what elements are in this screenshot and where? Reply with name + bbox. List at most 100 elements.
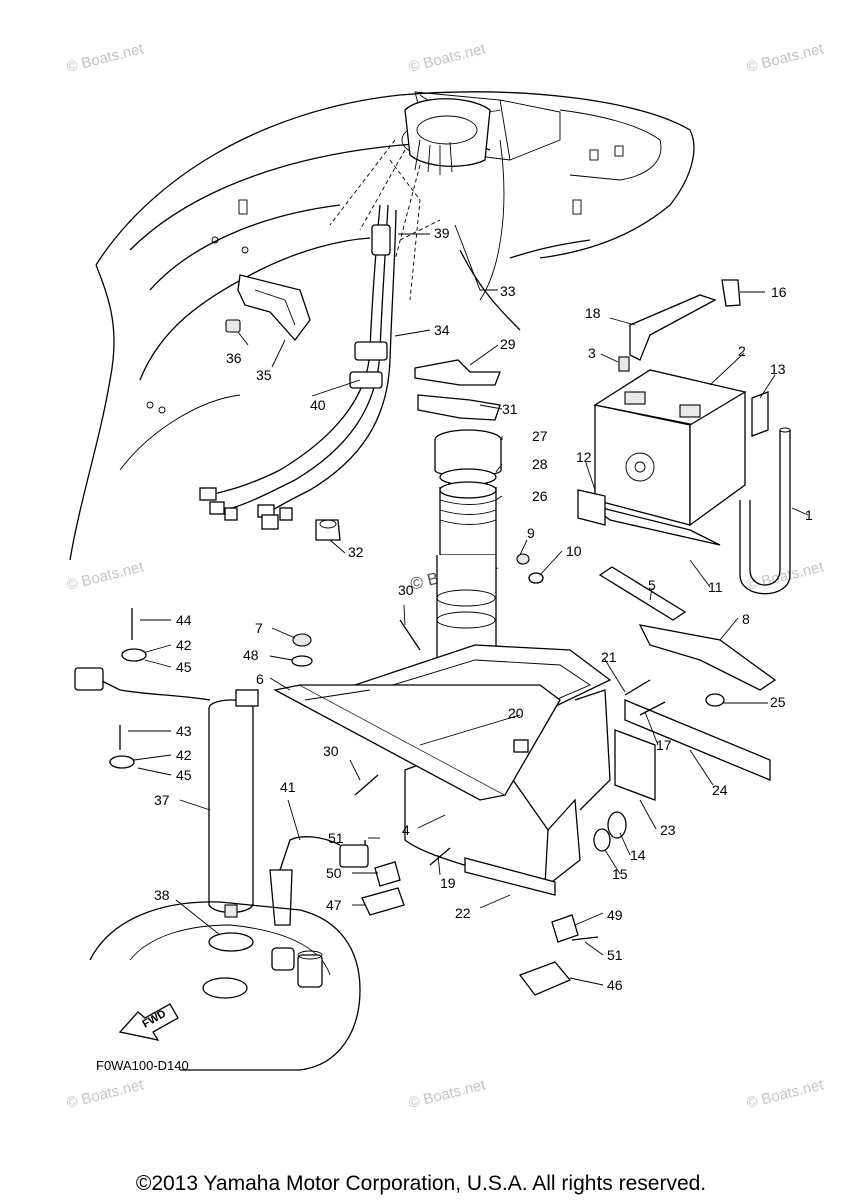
part-27-cap [434,429,502,477]
callout-34: 34 [434,322,450,338]
callout-2: 2 [738,343,746,359]
callout-28: 28 [532,456,548,472]
callout-9: 9 [527,525,535,541]
part-46-bracket [518,961,572,996]
part-49-clip [551,914,579,943]
hull-deck-outline [69,91,695,561]
callout-29: 29 [500,336,516,352]
callout-43: 43 [176,723,192,739]
callout-37: 37 [154,792,170,808]
callout-41: 41 [280,779,296,795]
part-18-strap [629,294,717,361]
watermark: © Boats.net [745,1076,826,1112]
part-5-bracket [598,566,687,621]
callout-11: 11 [708,579,723,595]
part-48-washer [291,655,313,667]
meter-unit [404,98,491,175]
watermark: © Boats.net [407,1076,488,1112]
rivets [354,619,666,941]
part-16-clamp [721,279,741,307]
part-3-bolt [618,356,630,372]
callout-10: 10 [566,543,582,559]
callout-32: 32 [348,544,364,560]
callout-45-lower: 45 [176,767,192,783]
fwd-arrow-icon: FWD [118,1003,179,1041]
part-41-sensor [269,836,369,926]
callout-25: 25 [770,694,786,710]
callout-labels: 1 2 3 4 5 6 7 8 9 10 11 12 13 14 15 16 1… [154,225,813,993]
watermark: © Boats.net [407,40,488,76]
part-29-band [414,359,501,386]
part-2-battery [589,369,747,546]
copyright-notice: ©2013 Yamaha Motor Corporation, U.S.A. A… [135,1172,707,1195]
callout-20: 20 [508,705,524,721]
fuel-tank-outline [89,901,361,1071]
callout-3: 3 [588,345,596,361]
part-36-nut [225,319,241,333]
diagram-code: F0WA100-D140 [96,1058,189,1073]
part-31-band [417,394,501,421]
callout-50: 50 [326,865,342,881]
part-15-grommet [593,828,611,852]
part-37-sender [74,667,259,918]
callout-33: 33 [500,283,516,299]
callout-7: 7 [255,620,263,636]
callout-6: 6 [256,671,264,687]
callout-36: 36 [226,350,242,366]
callout-17: 17 [656,737,672,753]
callout-48: 48 [243,647,259,663]
part-13-clip [751,391,769,437]
callout-12: 12 [576,449,592,465]
callout-47: 47 [326,897,342,913]
part-42-clip [109,608,147,769]
callout-8: 8 [742,611,750,627]
callout-42-lower: 42 [176,747,192,763]
callout-31: 31 [502,401,518,417]
part-7-cap [292,633,312,647]
callout-24: 24 [712,782,728,798]
part-14-grommet [607,811,627,839]
part-22-pad [464,857,556,896]
callout-49: 49 [607,907,623,923]
callout-30-lower: 30 [323,743,339,759]
part-6-rail [273,684,561,801]
part-1-hose [739,427,791,595]
callout-30-upper: 30 [398,582,414,598]
callout-4: 4 [402,822,410,838]
callout-51-right: 51 [607,947,623,963]
part-12-pad [577,489,606,526]
wiring-harness [199,204,397,530]
watermark: © Boats.net [65,1076,146,1112]
callout-45-upper: 45 [176,659,192,675]
callout-5: 5 [648,577,656,593]
watermark: © Boats.net [745,558,826,594]
watermark: © Boats.net [65,40,146,76]
callout-38: 38 [154,887,170,903]
callout-27: 27 [532,428,548,444]
part-9-grommet [516,553,530,565]
callout-42-upper: 42 [176,637,192,653]
callout-18: 18 [585,305,601,321]
leader-lines [128,224,809,986]
callout-35: 35 [256,367,272,383]
callout-40: 40 [310,397,326,413]
part-26-filter [439,481,497,556]
callout-23: 23 [660,822,676,838]
callout-13: 13 [770,361,786,377]
watermark: © Boats.net [65,558,146,594]
part-8-bracket [638,624,777,691]
callout-14: 14 [630,847,646,863]
part-35-bracket [237,274,311,342]
watermark: © Boats.net [745,40,826,76]
part-32-clamp [315,519,341,541]
callout-51-left: 51 [328,830,344,846]
callout-46: 46 [607,977,623,993]
callout-15: 15 [612,866,628,882]
callout-16: 16 [771,284,787,300]
part-50-clip [374,861,401,887]
part-23-pad [614,729,656,801]
callout-26: 26 [532,488,548,504]
part-47-bracket [361,887,405,916]
callout-22: 22 [455,905,471,921]
